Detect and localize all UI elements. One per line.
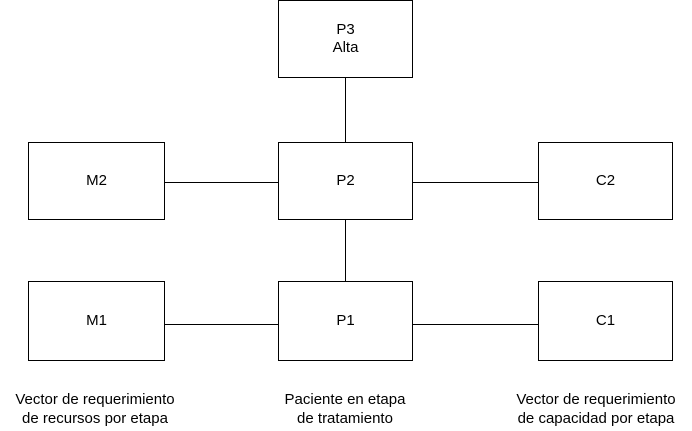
caption-resources: Vector de requerimiento de recursos por … [0,390,190,428]
caption-capacity-line2: de capacidad por etapa [517,410,675,427]
node-p3-sublabel: Alta [332,39,359,56]
connector-p3-p2 [345,77,346,142]
connector-m2-p2 [164,182,279,183]
caption-capacity: Vector de requerimiento de capacidad por… [500,390,692,428]
caption-patient: Paciente en etapa de tratamiento [262,390,428,428]
caption-resources-line2: de recursos por etapa [22,410,168,427]
node-p1-label: P1 [336,312,355,329]
node-m2-label: M2 [86,172,107,189]
node-p2: P2 [278,142,413,220]
node-p1: P1 [278,281,413,361]
node-c2: C2 [538,142,673,220]
node-m2: M2 [28,142,165,220]
node-c1: C1 [538,281,673,361]
connector-p1-c1 [412,324,539,325]
node-p3: P3 Alta [278,0,413,78]
node-m1-label: M1 [86,312,107,329]
node-c1-label: C1 [595,312,616,329]
caption-capacity-line1: Vector de requerimiento [516,391,676,408]
node-p2-label: P2 [336,172,355,189]
caption-resources-line1: Vector de requerimiento [15,391,175,408]
connector-p2-c2 [412,182,539,183]
connector-m1-p1 [164,324,279,325]
caption-patient-line1: Paciente en etapa [284,391,406,408]
node-c2-label: C2 [595,172,616,189]
connector-p2-p1 [345,219,346,281]
node-m1: M1 [28,281,165,361]
caption-patient-line2: de tratamiento [297,410,393,427]
node-p3-label: P3 [336,21,355,38]
